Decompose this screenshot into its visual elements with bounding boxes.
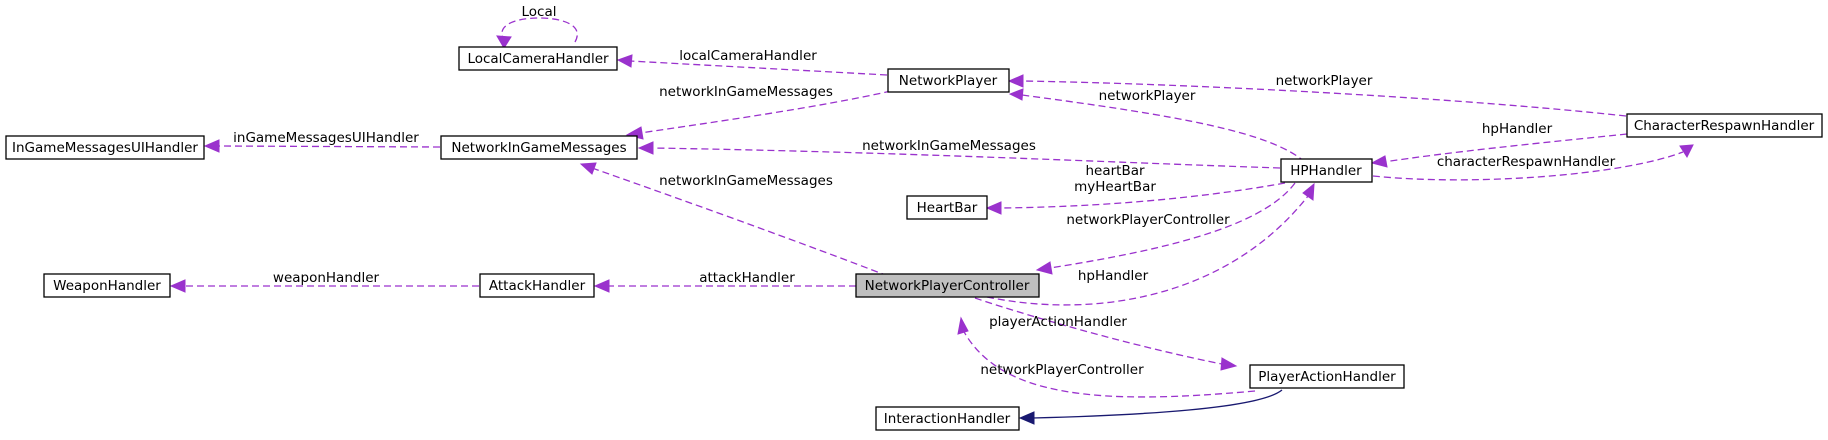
- edge-label-local: Local: [522, 4, 557, 20]
- edge-label-local-camera-handler: localCameraHandler: [679, 48, 817, 64]
- svg-text:CharacterRespawnHandler: CharacterRespawnHandler: [1634, 118, 1815, 134]
- edge-pah-to-npc: networkPlayerController: [957, 316, 1256, 398]
- node-hp-handler[interactable]: HPHandler: [1280, 158, 1373, 183]
- svg-text:HeartBar: HeartBar: [917, 200, 978, 216]
- edge-npc-to-nigm: networkInGameMessages: [579, 162, 889, 277]
- node-attack-handler[interactable]: AttackHandler: [479, 273, 595, 298]
- node-local-camera-handler[interactable]: LocalCameraHandler: [458, 46, 618, 71]
- node-character-respawn-handler[interactable]: CharacterRespawnHandler: [1626, 113, 1823, 138]
- svg-text:NetworkPlayer: NetworkPlayer: [899, 73, 998, 89]
- edge-label-npc-hp-handler: hpHandler: [1078, 268, 1149, 284]
- edge-npc-to-pah: playerActionHandler: [974, 297, 1238, 371]
- svg-text:InGameMessagesUIHandler: InGameMessagesUIHandler: [12, 140, 198, 156]
- edge-ah-to-wh: weaponHandler: [169, 270, 479, 293]
- edge-np-to-nigm: networkInGameMessages: [625, 84, 892, 140]
- edge-label-character-respawn-handler: characterRespawnHandler: [1437, 154, 1616, 170]
- edge-hp-to-heartbar: heartBar myHeartBar: [985, 163, 1286, 215]
- svg-text:InteractionHandler: InteractionHandler: [884, 411, 1011, 427]
- edge-npc-to-ah: attackHandler: [593, 270, 856, 293]
- node-in-game-messages-ui-handler[interactable]: InGameMessagesUIHandler: [5, 135, 205, 160]
- svg-text:LocalCameraHandler: LocalCameraHandler: [467, 51, 609, 67]
- edge-nigm-to-ui: inGameMessagesUIHandler: [203, 130, 441, 153]
- edge-label-hp-network-player: networkPlayer: [1099, 88, 1196, 104]
- edge-crh-to-hp: hpHandler: [1370, 121, 1628, 168]
- node-player-action-handler[interactable]: PlayerActionHandler: [1249, 364, 1405, 389]
- edge-hp-to-crh: characterRespawnHandler: [1372, 144, 1694, 181]
- svg-text:WeaponHandler: WeaponHandler: [53, 278, 161, 294]
- edge-label-player-action-handler: playerActionHandler: [989, 314, 1127, 330]
- node-network-in-game-messages[interactable]: NetworkInGameMessages: [440, 135, 638, 160]
- edge-label-npc-network-in-game-messages: networkInGameMessages: [659, 173, 833, 189]
- edge-label-crh-hp-handler: hpHandler: [1482, 121, 1553, 137]
- edge-hp-to-npc: networkPlayerController: [1035, 182, 1296, 275]
- svg-text:NetworkPlayerController: NetworkPlayerController: [865, 278, 1030, 294]
- edge-local-self: Local: [496, 4, 578, 49]
- edge-label-weapon-handler: weaponHandler: [273, 270, 380, 286]
- svg-text:HPHandler: HPHandler: [1290, 163, 1362, 179]
- edge-crh-to-np: networkPlayer: [1007, 73, 1627, 117]
- edge-label-np-network-in-game-messages: networkInGameMessages: [659, 84, 833, 100]
- edge-label-in-game-messages-ui-handler: inGameMessagesUIHandler: [233, 130, 419, 146]
- edge-npc-to-hp: hpHandler: [986, 182, 1315, 306]
- edge-label-pah-network-player-controller: networkPlayerController: [980, 362, 1144, 378]
- node-interaction-handler[interactable]: InteractionHandler: [875, 406, 1020, 431]
- edge-label-hp-network-player-controller: networkPlayerController: [1066, 212, 1230, 228]
- svg-text:AttackHandler: AttackHandler: [489, 278, 586, 294]
- edge-label-hp-network-in-game-messages: networkInGameMessages: [862, 138, 1036, 154]
- edge-label-heart-bar: heartBar: [1085, 163, 1145, 179]
- svg-text:PlayerActionHandler: PlayerActionHandler: [1258, 369, 1396, 385]
- svg-text:NetworkInGameMessages: NetworkInGameMessages: [451, 140, 626, 156]
- node-heart-bar[interactable]: HeartBar: [906, 195, 988, 220]
- node-network-player[interactable]: NetworkPlayer: [887, 68, 1010, 93]
- edge-label-my-heart-bar: myHeartBar: [1074, 179, 1156, 195]
- edge-hp-to-np: networkPlayer: [1008, 88, 1306, 163]
- edge-pah-to-interaction-handler: [1018, 389, 1283, 425]
- node-network-player-controller[interactable]: NetworkPlayerController: [855, 273, 1040, 298]
- edge-hp-to-nigm: networkInGameMessages: [637, 138, 1281, 169]
- edge-label-attack-handler: attackHandler: [699, 270, 795, 286]
- node-weapon-handler[interactable]: WeaponHandler: [43, 273, 171, 298]
- edge-label-crh-network-player: networkPlayer: [1276, 73, 1373, 89]
- edge-np-to-lch: localCameraHandler: [616, 48, 888, 76]
